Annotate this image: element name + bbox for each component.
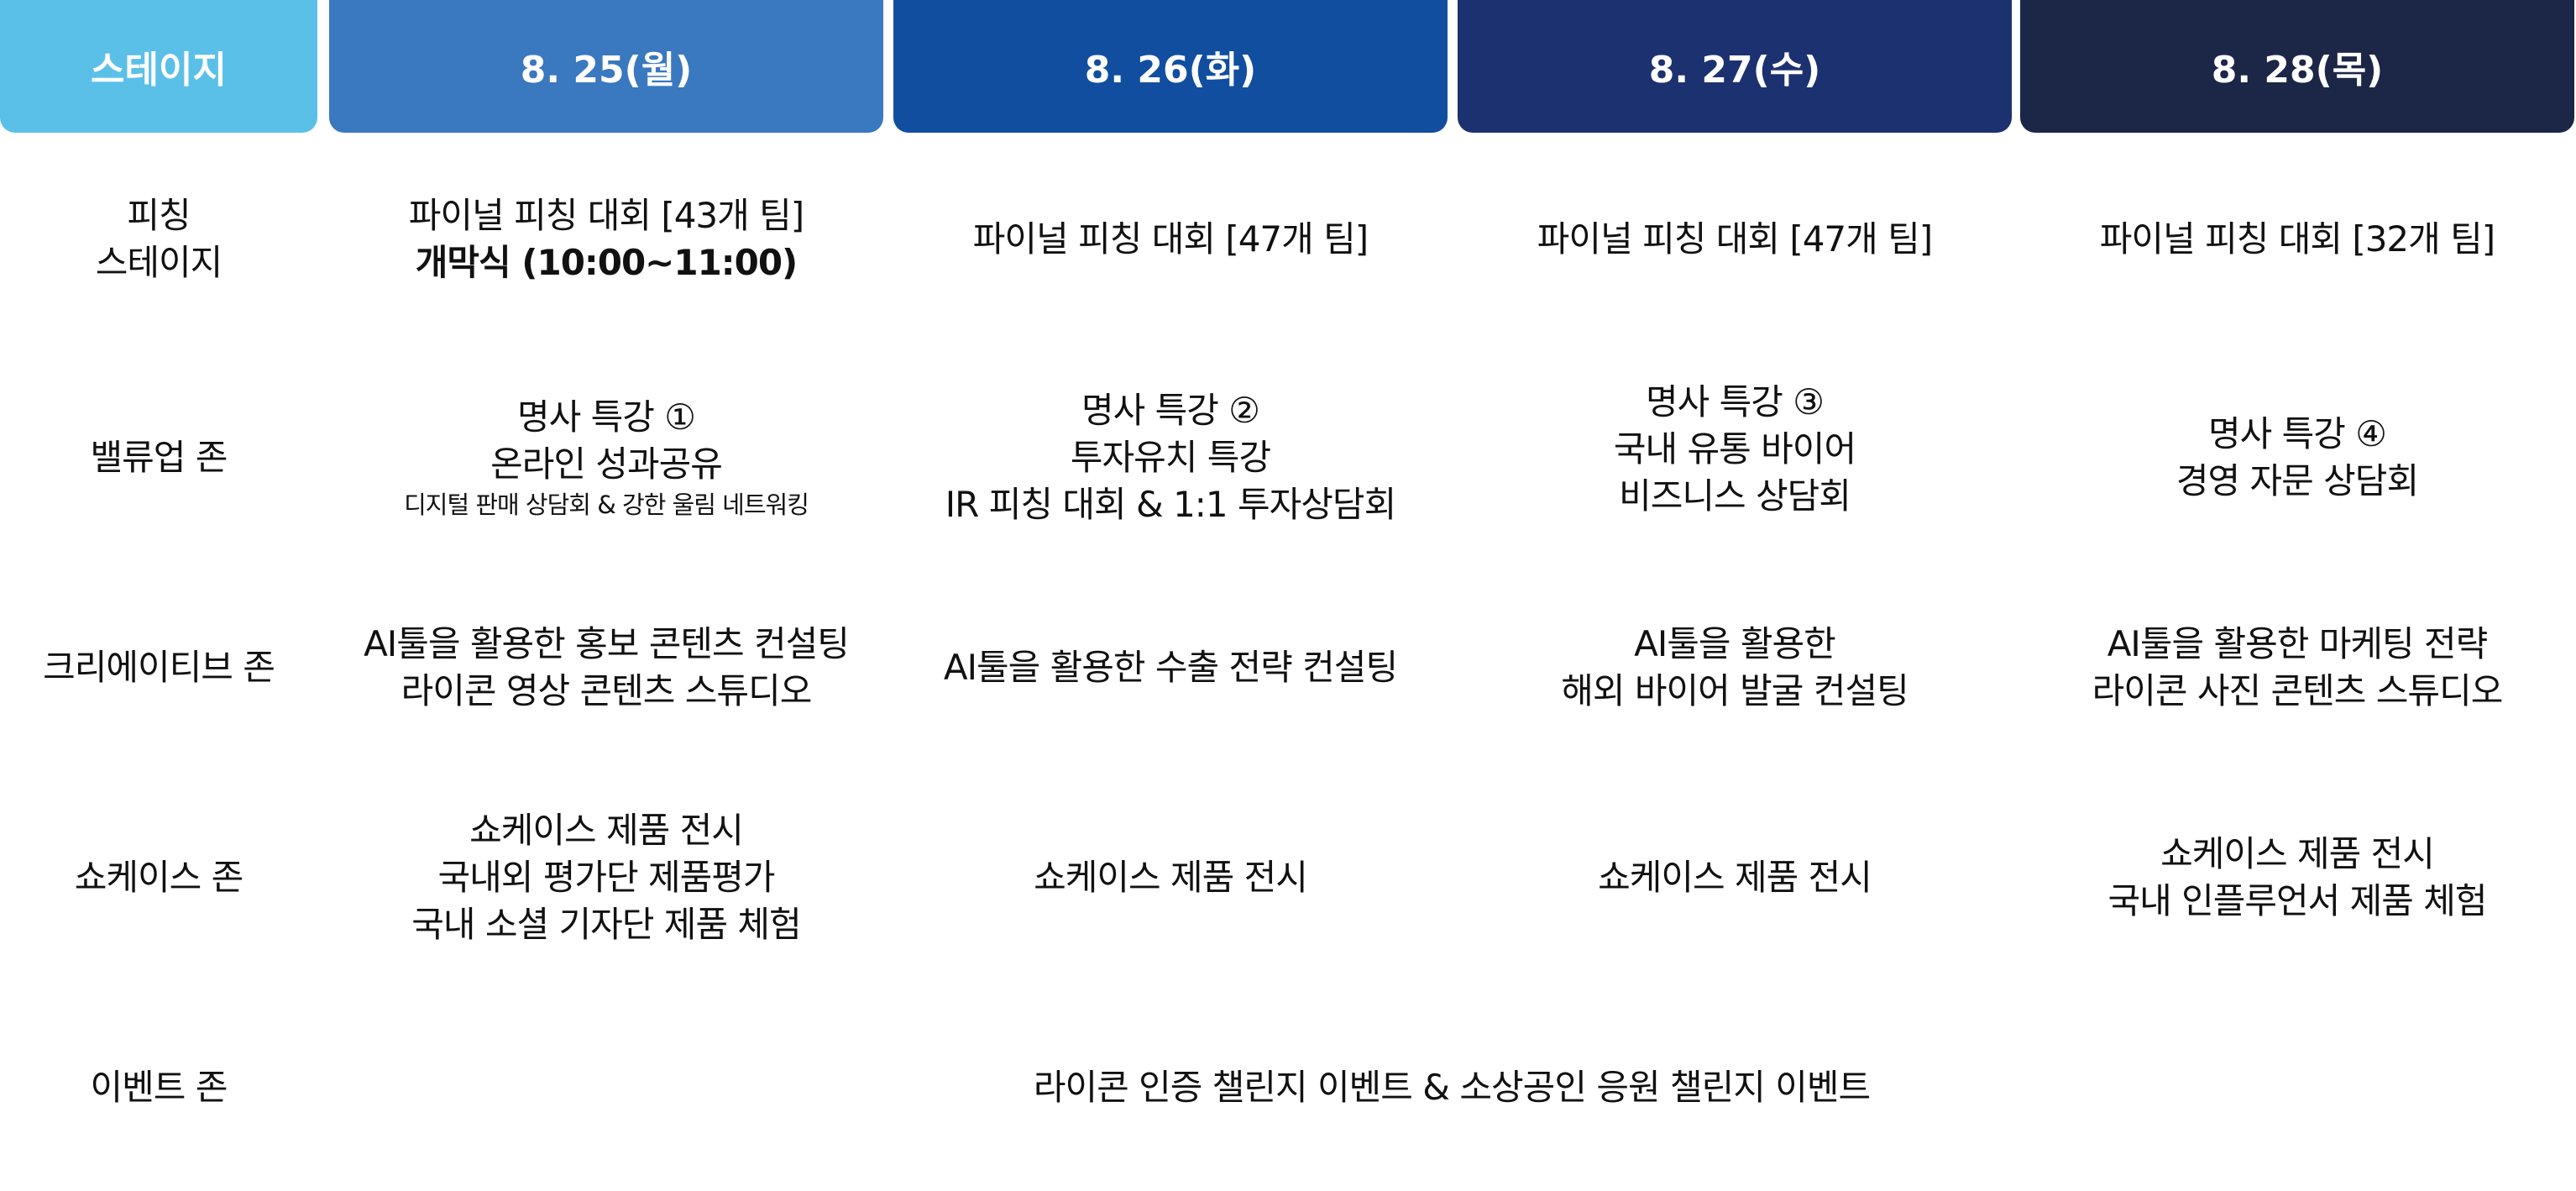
cell-line: AI툴을 활용한 홍보 콘텐츠 컨설팅: [364, 623, 850, 664]
cell-line: 쇼케이스 제품 전시: [2160, 833, 2435, 874]
cell-line: 라이콘 인증 챌린지 이벤트 & 소상공인 응원 챌린지 이벤트: [1033, 1067, 1871, 1108]
cell-line: 쇼케이스 제품 전시: [469, 810, 744, 851]
cell-pitching-day3: 파이널 피칭 대회 [47개 팀]: [1458, 160, 2012, 319]
row-label-creative: 크리에이티브 존: [0, 588, 317, 748]
cell-pitching-day4: 파이널 피칭 대회 [32개 팀]: [2020, 160, 2574, 319]
cell-line: 경영 자문 상담회: [2175, 460, 2419, 501]
cell-line: AI툴을 활용한 마케팅 전략: [2107, 623, 2489, 664]
label-line: 쇼케이스 존: [74, 857, 244, 898]
header-day-3: 8. 27(수): [1458, 0, 2012, 133]
cell-line: 명사 특강 ④: [2208, 413, 2387, 454]
cell-line: AI툴을 활용한 수출 전략 컨설팅: [943, 647, 1398, 688]
label-line: 스테이지: [95, 242, 223, 283]
cell-line: 파이널 피칭 대회 [47개 팀]: [972, 218, 1369, 260]
cell-line: 파이널 피칭 대회 [32개 팀]: [2099, 218, 2495, 260]
cell-line: 파이널 피칭 대회 [47개 팀]: [1537, 218, 1933, 260]
cell-showcase-day2: 쇼케이스 제품 전시: [893, 790, 1448, 966]
cell-line: 명사 특강 ②: [1081, 390, 1260, 431]
label-line: 이벤트 존: [90, 1067, 228, 1108]
row-label-showcase: 쇼케이스 존: [0, 790, 317, 966]
cell-line: IR 피칭 대회 & 1:1 투자상담회: [945, 484, 1396, 525]
header-stage: 스테이지: [0, 0, 317, 133]
row-label-valueup: 밸류업 존: [0, 370, 317, 546]
cell-line: 명사 특강 ③: [1646, 381, 1825, 422]
cell-pitching-day1: 파이널 피칭 대회 [43개 팀] 개막식 (10:00~11:00): [329, 160, 883, 319]
row-label-event: 이벤트 존: [0, 1041, 317, 1134]
opening-ceremony: 개막식 (10:00~11:00): [415, 242, 798, 283]
label-line: 크리에이티브 존: [43, 647, 275, 688]
cell-line: 라이콘 영상 콘텐츠 스튜디오: [401, 670, 813, 711]
cell-line: 쇼케이스 제품 전시: [1034, 857, 1308, 898]
cell-valueup-day4: 명사 특강 ④ 경영 자문 상담회: [2020, 370, 2574, 546]
cell-line: 국내 인플루언서 제품 체험: [2107, 880, 2487, 921]
cell-valueup-day2: 명사 특강 ② 투자유치 특강 IR 피칭 대회 & 1:1 투자상담회: [893, 370, 1448, 546]
cell-line: AI툴을 활용한: [1634, 623, 1836, 664]
cell-pitching-day2: 파이널 피칭 대회 [47개 팀]: [893, 160, 1448, 319]
cell-line: 라이콘 사진 콘텐츠 스튜디오: [2092, 670, 2504, 711]
header-day-1: 8. 25(월): [329, 0, 883, 133]
cell-line: 국내 소셜 기자단 제품 체험: [411, 904, 801, 945]
cell-creative-day2: AI툴을 활용한 수출 전략 컨설팅: [893, 588, 1448, 748]
cell-subline: 디지털 판매 상담회 & 강한 울림 네트워킹: [404, 491, 809, 519]
cell-line: 해외 바이어 발굴 컨설팅: [1561, 670, 1908, 711]
cell-showcase-day3: 쇼케이스 제품 전시: [1458, 790, 2012, 966]
cell-line: 파이널 피칭 대회 [43개 팀]: [408, 195, 804, 236]
cell-line: 국내외 평가단 제품평가: [437, 857, 775, 898]
cell-event-all-days: 라이콘 인증 챌린지 이벤트 & 소상공인 응원 챌린지 이벤트: [329, 1041, 2574, 1134]
label-line: 밸류업 존: [90, 437, 228, 478]
cell-line: 쇼케이스 제품 전시: [1598, 857, 1872, 898]
header-day-2: 8. 26(화): [893, 0, 1448, 133]
cell-line: 국내 유통 바이어: [1613, 428, 1856, 470]
cell-line: 온라인 성과공유: [490, 443, 723, 485]
cell-line: 비즈니스 상담회: [1619, 475, 1851, 517]
cell-line: 명사 특강 ①: [517, 396, 696, 438]
cell-line: 투자유치 특강: [1070, 437, 1271, 478]
header-day-4: 8. 28(목): [2020, 0, 2574, 133]
label-line: 피칭: [127, 195, 191, 236]
